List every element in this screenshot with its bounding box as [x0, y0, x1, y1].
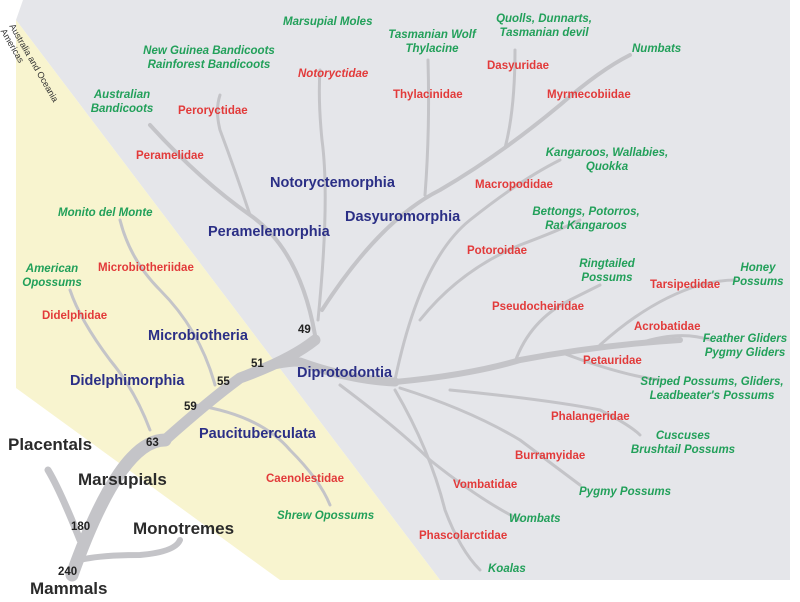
branch-placentals — [44, 466, 84, 544]
order-diprotodontia: Diprotodontia — [297, 365, 393, 381]
mammals-label: Mammals — [30, 579, 108, 598]
branch-dasyuridae — [503, 48, 517, 150]
branch-diprotodontia-main — [392, 337, 683, 385]
branch-petauridae — [558, 350, 662, 382]
species-marsupial-moles: Marsupial Moles — [283, 16, 373, 28]
family-didelphidae: Didelphidae — [42, 310, 108, 322]
placentals-label: Placentals — [8, 435, 93, 454]
family-petauridae: Petauridae — [583, 355, 642, 367]
node-240: 240 — [58, 566, 78, 578]
branch-pseudocheiridae — [513, 283, 602, 364]
branch-notoryctemorphia — [316, 68, 327, 322]
marsupials-label: Marsupials — [78, 470, 167, 489]
family-microbiotheriidae: Microbiotheriidae — [98, 262, 194, 274]
node-180: 180 — [71, 521, 91, 533]
branch-tarsipedidae — [598, 278, 737, 347]
species-numbats: Numbats — [632, 43, 682, 55]
australia-oceania-region — [16, 0, 790, 580]
order-paucituberculata: Paucituberculata — [199, 426, 316, 442]
species-bettongs: Bettongs, Potorros,Rat Kangaroos — [532, 206, 640, 232]
family-tarsipedidae: Tarsipedidae — [650, 279, 721, 291]
species-kangaroos: Kangaroos, Wallabies,Quokka — [545, 147, 669, 173]
species-koalas: Koalas — [488, 563, 526, 575]
branch-burramyidae — [398, 386, 582, 487]
order-peramelemorphia: Peramelemorphia — [208, 224, 330, 240]
family-caenolestidae: Caenolestidae — [266, 473, 344, 485]
branch-dasyuromorphia — [320, 53, 632, 312]
node-63: 63 — [146, 437, 159, 449]
branch-potoroidae — [418, 218, 582, 322]
family-peroryctidae: Peroryctidae — [178, 105, 248, 117]
branch-phascolarctidae — [393, 388, 482, 572]
species-wombats: Wombats — [509, 513, 561, 525]
branch-thylacinidae — [423, 58, 431, 197]
species-striped-possums: Striped Possums, Gliders,Leadbeater's Po… — [640, 376, 784, 402]
region-label: Australia and Oceania Americas — [0, 22, 60, 109]
order-didelphimorphia: Didelphimorphia — [70, 373, 185, 389]
family-vombatidae: Vombatidae — [453, 479, 518, 491]
family-myrmecobiidae: Myrmecobiidae — [547, 89, 631, 101]
order-dasyuromorphia: Dasyuromorphia — [345, 209, 461, 225]
species-quolls: Quolls, Dunnarts,Tasmanian devil — [496, 13, 592, 39]
node-55: 55 — [217, 376, 230, 388]
family-potoroidae: Potoroidae — [467, 245, 528, 257]
order-notoryctemorphia: Notoryctemorphia — [270, 175, 395, 191]
family-notoryctidae: Notoryctidae — [298, 68, 369, 80]
family-burramyidae: Burramyidae — [515, 450, 586, 462]
family-dasyuridae: Dasyuridae — [487, 60, 550, 72]
family-pseudocheiridae: Pseudocheiridae — [492, 301, 585, 313]
species-pygmy-possums: Pygmy Possums — [579, 486, 672, 498]
family-peramelidae: Peramelidae — [136, 150, 204, 162]
species-shrew-opossums: Shrew Opossums — [277, 510, 375, 522]
family-macropodidae: Macropodidae — [475, 179, 553, 191]
branch-peroryctidae — [216, 93, 252, 217]
americas-region — [16, 20, 440, 580]
order-microbiotheria: Microbiotheria — [148, 328, 248, 344]
branch-tree — [44, 48, 737, 582]
branch-microbiotheria — [118, 218, 217, 387]
family-phalangeridae: Phalangeridae — [551, 411, 630, 423]
branch-macropodidae — [393, 158, 562, 382]
branch-didelphimorphia — [68, 288, 152, 432]
node-59: 59 — [184, 401, 197, 413]
monotremes-label: Monotremes — [133, 519, 235, 538]
family-thylacinidae: Thylacinidae — [393, 89, 463, 101]
family-acrobatidae: Acrobatidae — [634, 321, 701, 333]
branch-trunk — [65, 433, 172, 582]
species-monito-del-monte: Monito del Monte — [58, 207, 153, 219]
node-51: 51 — [251, 358, 264, 370]
branch-monotremes — [77, 537, 183, 563]
branch-diprotodontia-base — [235, 357, 400, 387]
node-49: 49 — [298, 324, 311, 336]
branch-phalangeridae — [448, 388, 642, 437]
family-phascolarctidae: Phascolarctidae — [419, 530, 508, 542]
branch-paucituberculata — [193, 403, 332, 507]
branch-acrobatidae — [638, 334, 712, 345]
